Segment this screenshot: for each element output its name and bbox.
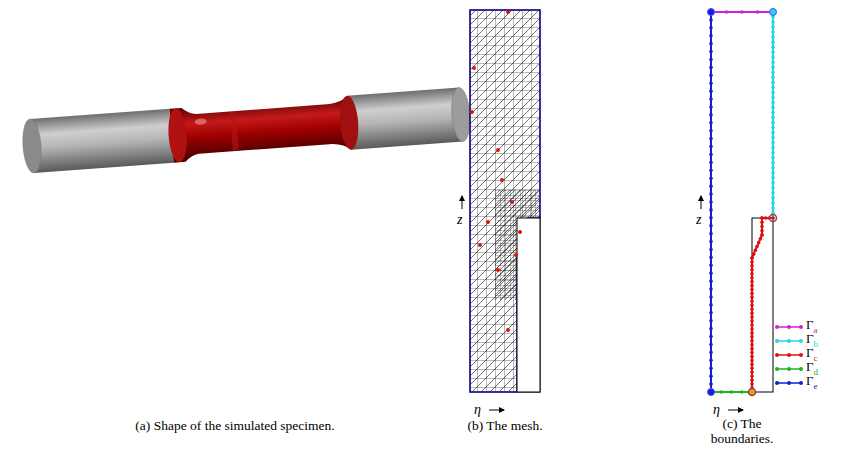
axis-label: η — [474, 402, 481, 418]
specimen — [21, 87, 472, 174]
legend-swatch — [774, 364, 804, 374]
legend-swatch — [774, 378, 804, 388]
legend-swatch — [774, 322, 804, 332]
legend-swatch — [774, 350, 804, 360]
subfigure-caption: (b) The mesh. — [467, 418, 542, 434]
subfigure-caption: (c) The boundaries. — [707, 416, 777, 446]
legend-label: Γe — [806, 373, 818, 391]
axis-label: z — [457, 212, 462, 228]
boundary-plot — [701, 9, 777, 411]
axis-label: z — [696, 212, 701, 228]
subfigure-caption: (a) Shape of the simulated specimen. — [135, 418, 334, 434]
axis-label: η — [713, 402, 720, 418]
legend-swatch — [774, 336, 804, 346]
mesh-plot — [462, 10, 540, 410]
